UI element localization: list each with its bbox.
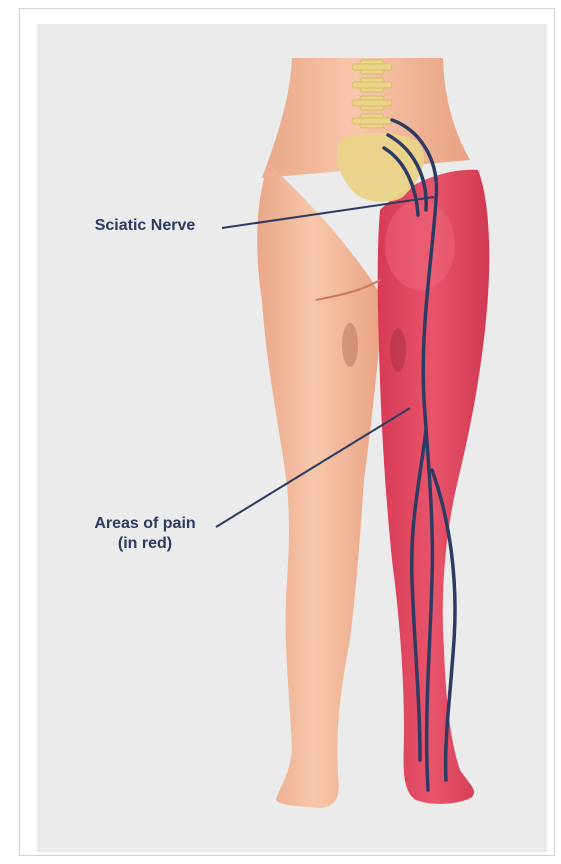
left-knee-shadow	[342, 323, 358, 367]
left-leg	[257, 165, 384, 808]
sciatic-nerve-label: Sciatic Nerve	[70, 216, 220, 236]
areas-of-pain-label: Areas of pain (in red)	[70, 514, 220, 554]
areas-of-pain-label-line2: (in red)	[70, 534, 220, 554]
areas-of-pain-label-line1: Areas of pain	[70, 514, 220, 534]
right-glute-highlight	[385, 200, 455, 290]
right-knee-shadow	[390, 328, 406, 372]
